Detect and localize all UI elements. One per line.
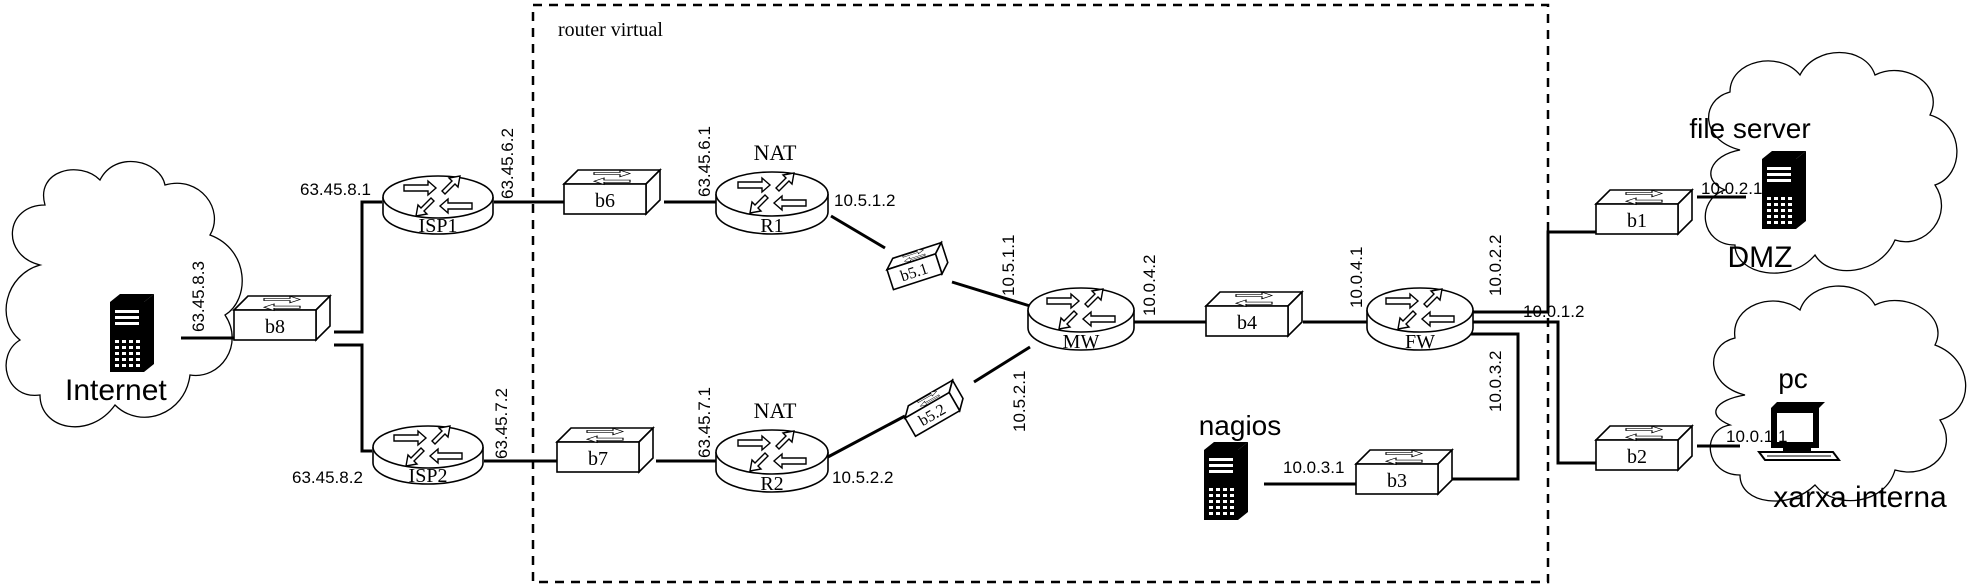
switch-b1[interactable]: b1 bbox=[1594, 188, 1694, 236]
file-server-label: file server bbox=[1689, 113, 1810, 144]
switch-b7[interactable]: b7 bbox=[555, 426, 655, 474]
ip-internet-server: 63.45.8.3 bbox=[189, 261, 208, 332]
router-r1[interactable]: R1 bbox=[715, 171, 829, 237]
nagios-label: nagios bbox=[1199, 410, 1282, 441]
nat-label-r1: NAT bbox=[754, 140, 797, 165]
router-label: ISP1 bbox=[419, 215, 458, 237]
switch-b8[interactable]: b8 bbox=[232, 294, 332, 342]
dmz-label: DMZ bbox=[1728, 241, 1793, 274]
ip-r1-left: 63.45.6.1 bbox=[695, 126, 714, 197]
switch-label: b1 bbox=[1627, 210, 1647, 232]
links bbox=[181, 195, 1746, 486]
router-mw[interactable]: MW bbox=[1027, 287, 1135, 353]
ip-isp1-right: 63.45.6.2 bbox=[498, 128, 517, 199]
switch-label: b6 bbox=[595, 190, 615, 212]
ip-isp2-right: 63.45.7.2 bbox=[492, 388, 511, 459]
pc-icon[interactable] bbox=[1757, 402, 1841, 461]
ip-r1-right: 10.5.1.2 bbox=[834, 191, 895, 210]
switch-b3[interactable]: b3 bbox=[1354, 448, 1454, 496]
switch-label: b4 bbox=[1237, 312, 1257, 334]
switch-b51[interactable]: b5.1 bbox=[884, 240, 951, 291]
router-isp2[interactable]: ISP2 bbox=[372, 425, 484, 487]
ip-nagios: 10.0.3.1 bbox=[1283, 458, 1344, 477]
router-label: R1 bbox=[760, 215, 783, 237]
ip-r2-right: 10.5.2.2 bbox=[832, 468, 893, 487]
ip-isp2-left: 63.45.8.2 bbox=[292, 468, 363, 487]
ip-r2-left: 63.45.7.1 bbox=[695, 387, 714, 458]
internet-label: Internet bbox=[65, 374, 167, 407]
ip-file-server: 10.0.2.1 bbox=[1701, 179, 1762, 198]
switch-label: b8 bbox=[265, 316, 285, 338]
switch-b6[interactable]: b6 bbox=[562, 168, 662, 216]
ip-fw-nagios: 10.0.3.2 bbox=[1486, 351, 1505, 412]
nat-label-r2: NAT bbox=[754, 398, 797, 423]
nagios-server-icon[interactable] bbox=[1204, 442, 1248, 520]
switch-b2[interactable]: b2 bbox=[1594, 424, 1694, 472]
ip-fw-left: 10.0.4.1 bbox=[1347, 247, 1366, 308]
internal-network-label: xarxa interna bbox=[1773, 481, 1947, 514]
ip-pc: 10.0.1.1 bbox=[1726, 427, 1787, 446]
ip-fw-internal: 10.0.1.2 bbox=[1523, 302, 1584, 321]
ip-fw-dmz: 10.0.2.2 bbox=[1486, 235, 1505, 296]
router-label: R2 bbox=[760, 473, 783, 495]
switch-label: b2 bbox=[1627, 446, 1647, 468]
switch-b52[interactable]: b5.2 bbox=[900, 378, 967, 438]
router-label: MW bbox=[1063, 331, 1100, 353]
internet-server-icon[interactable] bbox=[110, 294, 154, 372]
ip-mw-right: 10.0.4.2 bbox=[1140, 255, 1159, 316]
internal-cloud bbox=[1709, 285, 1967, 502]
switch-label: b7 bbox=[588, 448, 608, 470]
router-fw[interactable]: FW bbox=[1366, 287, 1474, 353]
ip-isp1-left: 63.45.8.1 bbox=[300, 180, 371, 199]
router-label: FW bbox=[1405, 331, 1435, 353]
ip-mw-bottom: 10.5.2.1 bbox=[1010, 371, 1029, 432]
pc-label: pc bbox=[1778, 363, 1808, 394]
region-label: router virtual bbox=[558, 19, 663, 41]
ip-mw-top: 10.5.1.1 bbox=[999, 235, 1018, 296]
switch-b4[interactable]: b4 bbox=[1204, 290, 1304, 338]
switch-label: b3 bbox=[1387, 470, 1407, 492]
file-server-icon[interactable] bbox=[1762, 151, 1806, 229]
router-label: ISP2 bbox=[409, 465, 448, 487]
router-r2[interactable]: R2 bbox=[715, 429, 829, 495]
router-isp1[interactable]: ISP1 bbox=[382, 175, 494, 237]
